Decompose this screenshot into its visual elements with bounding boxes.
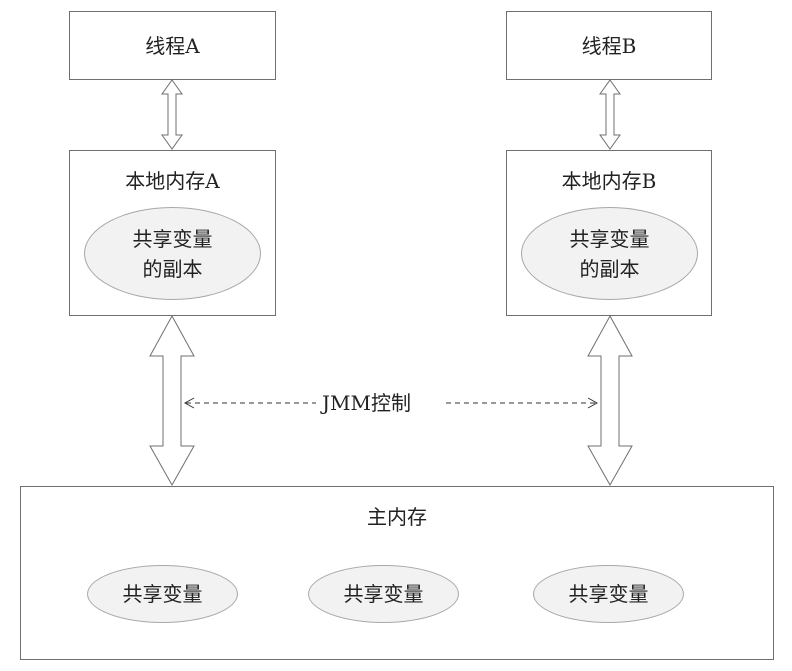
local-memory-a-copy-line2: 的副本 [142, 256, 203, 281]
main-memory-variable-2-label: 共享变量 [343, 582, 424, 606]
local-b-main-arrow [587, 314, 633, 487]
thread-b-box: 线程B [506, 11, 712, 80]
main-memory-variable-3: 共享变量 [533, 565, 684, 623]
thread-b-label: 线程B [581, 34, 637, 58]
thread-a-label: 线程A [145, 34, 200, 58]
jmm-control-label: JMM控制 [316, 391, 417, 415]
local-memory-b-box: 本地内存B 共享变量 的副本 [506, 150, 712, 316]
thread-b-sync-arrow [599, 79, 621, 150]
local-memory-b-copy-line2: 的副本 [579, 256, 640, 281]
main-memory-variable-3-label: 共享变量 [568, 582, 649, 606]
local-memory-a-title: 本地内存A [125, 169, 220, 193]
jmm-arrowhead-left [183, 397, 195, 409]
main-memory-variable-1: 共享变量 [87, 565, 238, 623]
main-memory-title: 主内存 [367, 505, 427, 529]
thread-a-box: 线程A [69, 11, 276, 80]
local-memory-b-copy-line1: 共享变量 [569, 226, 650, 251]
local-memory-b-copy-ellipse: 共享变量 的副本 [521, 207, 698, 300]
local-memory-a-copy-ellipse: 共享变量 的副本 [84, 207, 261, 300]
local-memory-b-title: 本地内存B [561, 169, 657, 193]
main-memory-variable-2: 共享变量 [308, 565, 459, 623]
local-memory-a-copy-line1: 共享变量 [132, 226, 213, 251]
thread-a-sync-arrow [161, 79, 183, 150]
local-a-main-arrow [149, 314, 195, 487]
main-memory-box: 主内存 共享变量 共享变量 共享变量 [20, 486, 774, 660]
local-memory-a-box: 本地内存A 共享变量 的副本 [69, 150, 276, 316]
jmm-arrowhead-right [587, 397, 599, 409]
main-memory-variable-1-label: 共享变量 [122, 582, 203, 606]
